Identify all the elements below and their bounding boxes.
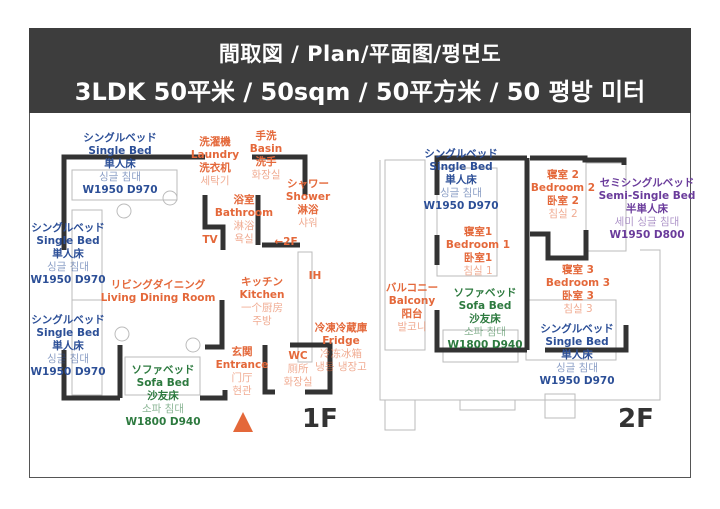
- stairs-label: ←2F: [274, 236, 298, 248]
- floor-label-1f: 1F: [302, 404, 338, 434]
- header: 間取図 / Plan/平面图/평면도 3LDK 50平米 / 50sqm / 5…: [29, 28, 691, 113]
- floor-label-2f: 2F: [618, 404, 654, 434]
- entrance-arrow-icon: [233, 412, 253, 432]
- ih-label: IH: [308, 270, 322, 282]
- plan-subtitle: 3LDK 50平米 / 50sqm / 50平方米 / 50 평방 미터: [74, 78, 646, 106]
- plan-title: 間取図 / Plan/平面图/평면도: [218, 42, 502, 66]
- tv-label: TV: [202, 234, 218, 246]
